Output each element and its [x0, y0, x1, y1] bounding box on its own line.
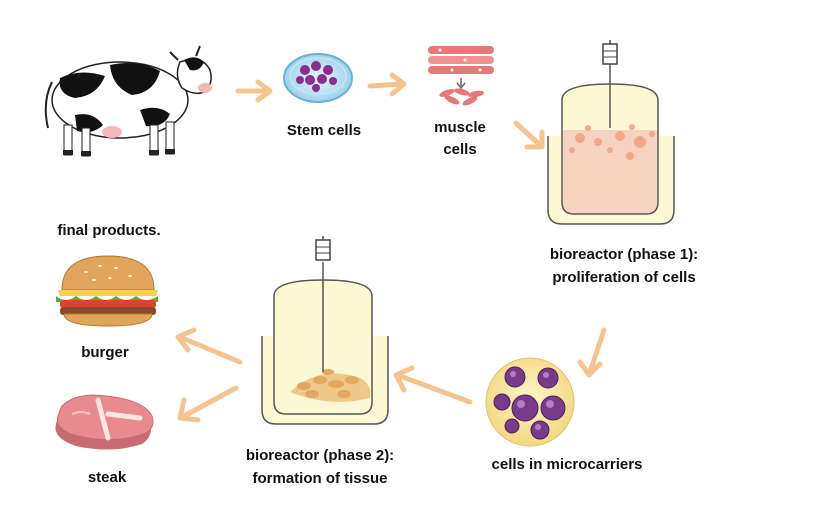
steak-label: steak: [87, 469, 127, 486]
bioreactor1-label-line2: proliferation of cells: [552, 269, 696, 286]
arrow-bioreactor2-to-burger: [175, 327, 243, 365]
muscle-cells-icon: [428, 46, 494, 106]
arrow-bioreactor2-to-steak: [177, 385, 239, 423]
bioreactor2-label-line1: bioreactor (phase 2):: [245, 447, 395, 464]
arrow-muscle-to-bioreactor1: [513, 120, 545, 150]
burger-label: burger: [81, 344, 129, 361]
bioreactor-phase2-icon: [261, 236, 389, 425]
final-products-label: final products.: [57, 222, 161, 239]
cow-icon: [44, 45, 212, 157]
microcarriers-label: cells in microcarriers: [491, 456, 643, 473]
arrow-cow-to-stem: [235, 79, 273, 103]
bioreactor-phase1-icon: [547, 40, 675, 225]
steak-icon: [55, 394, 154, 450]
arrow-microcarriers-to-bioreactor2: [393, 365, 473, 405]
stem-cells-label: Stem cells: [286, 122, 362, 139]
burger-icon: [56, 255, 158, 327]
bioreactor1-label-line1: bioreactor (phase 1):: [549, 246, 699, 263]
bioreactor2-label-line2: formation of tissue: [252, 470, 388, 487]
microcarrier-icon: [485, 357, 575, 447]
petri-dish-icon: [283, 53, 353, 103]
arrow-bioreactor1-to-microcarriers: [577, 327, 607, 378]
muscle-cells-label-line1: muscle: [434, 119, 486, 136]
muscle-cells-label-line2: cells: [443, 141, 477, 158]
arrow-stem-to-muscle: [367, 72, 407, 97]
